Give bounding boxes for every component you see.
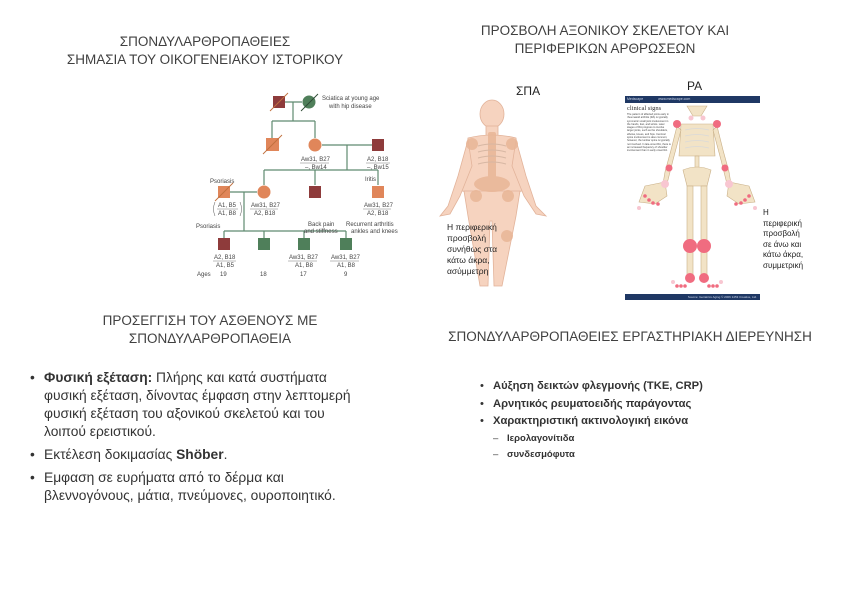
haplotype: –, Bw14 xyxy=(305,165,327,171)
annotation-recurrent-2: ankles and knees xyxy=(351,229,398,235)
bullet-rf: Αρνητικός ρευματοειδής παράγοντας xyxy=(477,396,777,414)
patient-approach-list: Φυσική εξέταση: Πλήρης και κατά συστήματ… xyxy=(26,369,366,510)
sub-bullet-syndesmophytes: συνδεσμόφυτα xyxy=(493,447,777,463)
lab-workup-list: Αύξηση δεικτών φλεγμονής (ΤΚΕ, CRP) Αρνη… xyxy=(477,378,777,463)
sibling-gen3-symbol xyxy=(309,186,321,198)
age-child2: 18 xyxy=(260,272,267,278)
ra-header-right: www.medscape.com xyxy=(658,97,691,101)
note-line: Η xyxy=(763,208,769,217)
title-line: ΣΠΟΝΔΥΛΑΡΘΡΟΠΑΘΕΙΕΣ xyxy=(119,34,291,49)
ra-note: Η περιφερική προσβολή σε άνω και κάτω άκ… xyxy=(763,208,838,271)
title-line: ΠΡΟΣΒΟΛΗ ΑΞΟΝΙΚΟΥ ΣΚΕΛΕΤΟΥ ΚΑΙ xyxy=(480,23,730,38)
ra-affected-joints xyxy=(643,120,751,288)
bullet-text: Πλήρης και κατά συστήματα φυσική εξέταση… xyxy=(44,370,351,439)
haplotype: Aw31, B27 xyxy=(251,203,281,209)
haplotype: A1, B8 xyxy=(295,263,314,269)
note-line: συνήθως στα xyxy=(447,244,498,254)
annotation-iritis: Iritis xyxy=(365,177,376,183)
annotation-sciatica-line2: with hip disease xyxy=(328,104,372,110)
title-line: ΣΗΜΑΣΙΑ ΤΟΥ ΟΙΚΟΓΕΝΕΙΑΚΟΥ ΙΣΤΟΡΙΚΟΥ xyxy=(66,52,344,67)
mother-gen3-symbol xyxy=(257,185,271,199)
note-line: περιφερική xyxy=(763,218,802,228)
haplotype: A2, B18 xyxy=(367,211,389,217)
ra-heading: clinical signs xyxy=(627,105,662,112)
haplotype: A2, B18 xyxy=(367,157,389,163)
spa-label: ΣΠΑ xyxy=(516,84,541,98)
title-line: ΣΠΟΝΔΥΛΑΡΘΡΟΠΑΘΕΙΑ xyxy=(128,331,292,346)
title-line: ΠΕΡΙΦΕΡΙΚΩΝ ΑΡΘΡΩΣΕΩΝ xyxy=(514,41,696,56)
ra-label: ΡΑ xyxy=(687,79,703,93)
child1-symbol xyxy=(218,238,230,250)
child4-symbol xyxy=(340,238,352,250)
bullet-physical-exam: Φυσική εξέταση: Πλήρης και κατά συστήματ… xyxy=(26,369,366,441)
ra-panel-header: Medscape www.medscape.com xyxy=(625,96,760,103)
family-history-title: ΣΠΟΝΔΥΛΑΡΘΡΟΠΑΘΕΙΕΣ ΣΗΜΑΣΙΑ ΤΟΥ ΟΙΚΟΓΕΝΕ… xyxy=(40,33,370,69)
annotation-back-pain: Back pain xyxy=(308,222,334,228)
haplotype: A1, B5 xyxy=(216,263,235,269)
iritis-symbol xyxy=(372,186,384,198)
bullet-text: Εμφαση σε ευρήματα από το δέρμα και βλεν… xyxy=(44,470,336,503)
ra-skeleton-figure xyxy=(637,105,757,288)
haplotype: –, Bw15 xyxy=(367,165,389,171)
haplotype: Aw31, B27 xyxy=(364,203,394,209)
child3-symbol xyxy=(298,238,310,250)
note-line: κάτω άκρα, xyxy=(447,255,490,265)
note-line: προσβολή xyxy=(447,233,487,243)
bullet-radiology: Χαρακτηριστική ακτινολογική εικόνα Ιερολ… xyxy=(477,413,777,463)
bullet-schober: Εκτέλεση δοκιμασίας Shöber. xyxy=(26,446,366,464)
annotation-recurrent: Recurrent arthritis xyxy=(346,222,394,228)
lab-workup-title: ΣΠΟΝΔΥΛΑΡΘΡΟΠΑΘΕΙΕΣ ΕΡΓΑΣΤΗΡΙΑΚΗ ΔΙΕΡΕΥΝ… xyxy=(448,329,812,344)
spa-note: Η περιφερική προσβολή συνήθως στα κάτω ά… xyxy=(447,222,537,277)
haplotype: A1, B5 xyxy=(218,203,237,209)
spa-skeleton-figure xyxy=(439,99,548,287)
note-line: συμμετρική xyxy=(763,260,804,270)
annotation-sciatica: Sciatica at young age xyxy=(322,96,380,102)
haplotype: Aw31, B27 xyxy=(301,157,331,163)
title-line: ΠΡΟΣΕΓΓΙΣΗ ΤΟΥ ΑΣΘΕΝΟΥΣ ΜΕ xyxy=(102,313,318,328)
husband-gen2-symbol xyxy=(372,139,384,151)
ra-panel-footer: Source: Geriatrics Aging © 2006 1453 Cre… xyxy=(625,294,760,300)
haplotype: A2, B18 xyxy=(254,211,276,217)
child2-symbol xyxy=(258,238,270,250)
annotation-back-pain-2: and stiffness xyxy=(304,229,338,235)
pedigree: Sciatica at young age with hip disease A… xyxy=(196,92,398,278)
bullet-text: Χαρακτηριστική ακτινολογική εικόνα xyxy=(493,415,689,427)
radiology-sublist: Ιερολαγονίτιδα συνδεσμόφυτα xyxy=(493,431,777,463)
haplotype: A2, B18 xyxy=(214,255,236,261)
grandmother-symbol xyxy=(302,95,316,109)
axial-peripheral-title: ΠΡΟΣΒΟΛΗ ΑΞΟΝΙΚΟΥ ΣΚΕΛΕΤΟΥ ΚΑΙ ΠΕΡΙΦΕΡΙΚ… xyxy=(440,22,770,58)
age-child3: 17 xyxy=(300,272,307,278)
age-child1: 19 xyxy=(220,272,227,278)
bullet-text: . xyxy=(223,447,228,462)
sub-bullet-sacroiliitis: Ιερολαγονίτιδα xyxy=(493,431,777,447)
ages-label: Ages xyxy=(197,272,211,278)
bullet-text: Εκτέλεση δοκιμασίας xyxy=(44,447,177,462)
note-line: προσβολή xyxy=(763,229,800,238)
haplotype: Aw31, B27 xyxy=(331,255,361,261)
haplotype: A1, B8 xyxy=(337,263,356,269)
spine-highlight xyxy=(488,132,496,190)
ra-header-left: Medscape xyxy=(627,97,644,101)
note-line: Η περιφερική xyxy=(447,222,497,232)
bullet-bold: Φυσική εξέταση: xyxy=(44,370,153,385)
note-line: σε άνω και xyxy=(763,239,802,249)
annotation-psoriasis: Psoriasis xyxy=(210,179,234,185)
patient-approach-title: ΠΡΟΣΕΓΓΙΣΗ ΤΟΥ ΑΣΘΕΝΟΥΣ ΜΕ ΣΠΟΝΔΥΛΑΡΘΡΟΠ… xyxy=(40,312,380,348)
annotation-psoriasis-child: Psoriasis xyxy=(196,224,220,230)
bullet-bold: Shöber xyxy=(176,447,224,462)
mother-gen2-symbol xyxy=(308,138,322,152)
bullet-inflammation: Αύξηση δεικτών φλεγμονής (ΤΚΕ, CRP) xyxy=(477,378,777,396)
haplotype: A1, B8 xyxy=(218,211,237,217)
haplotype: Aw31, B27 xyxy=(289,255,319,261)
bullet-findings: Εμφαση σε ευρήματα από το δέρμα και βλεν… xyxy=(26,469,366,505)
note-line: κάτω άκρα, xyxy=(763,250,804,259)
age-child4: 9 xyxy=(344,272,348,278)
ra-body-text: The pattern of affected joints early in … xyxy=(627,113,671,153)
note-line: ασύμμετρη xyxy=(447,266,489,276)
ra-clinical-signs-panel: Medscape www.medscape.com clinical signs… xyxy=(625,96,760,300)
